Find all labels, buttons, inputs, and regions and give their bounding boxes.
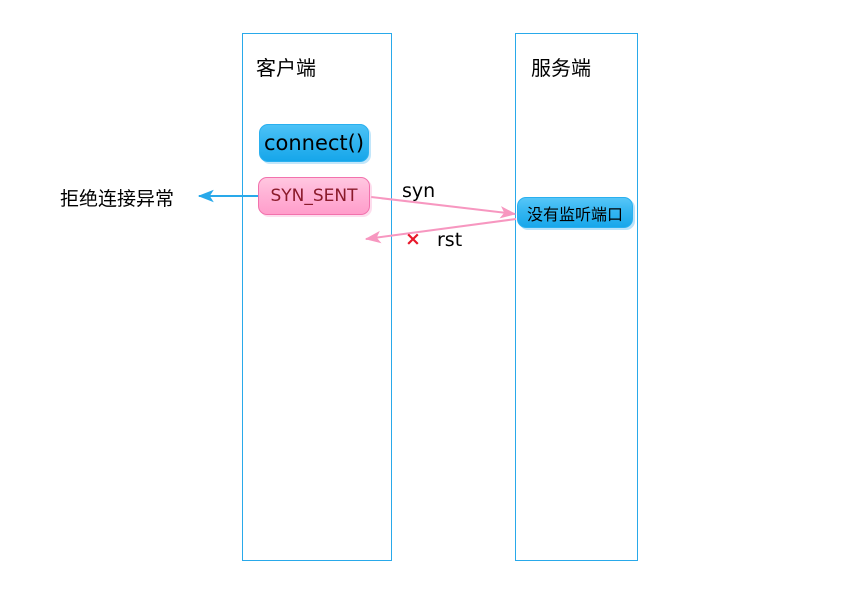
cross-mark-icon: × bbox=[405, 228, 421, 250]
lifeline-client bbox=[242, 33, 392, 561]
lifeline-server bbox=[515, 33, 638, 561]
lifeline-title-server: 服务端 bbox=[531, 56, 591, 80]
message-label-rst: rst bbox=[437, 229, 463, 251]
node-connect[interactable]: connect() bbox=[259, 124, 369, 162]
message-label-syn: syn bbox=[402, 180, 436, 202]
message-arrow-syn bbox=[370, 196, 517, 219]
node-syn-sent[interactable]: SYN_SENT bbox=[258, 177, 370, 215]
node-no-listening-port[interactable]: 没有监听端口 bbox=[517, 197, 633, 228]
lifeline-title-client: 客户端 bbox=[256, 56, 316, 80]
annotation-label-reject-connection: 拒绝连接异常 bbox=[60, 188, 175, 210]
